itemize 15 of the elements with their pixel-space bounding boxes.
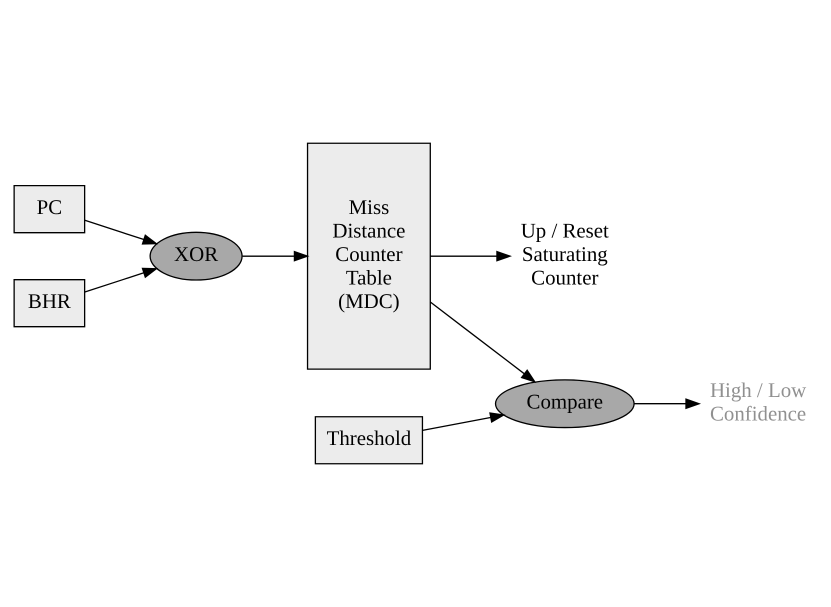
arrow — [430, 250, 512, 262]
node-text: High / Low Confidence — [710, 378, 806, 426]
arrow — [84, 268, 158, 293]
node-box: Miss Distance Counter Table (MDC) — [306, 142, 431, 370]
node-text: Up / Reset Saturating Counter — [520, 218, 609, 290]
node-box: Threshold — [314, 416, 424, 464]
node-ellipse: Compare — [494, 379, 635, 428]
arrow — [242, 250, 310, 262]
arrow — [634, 398, 702, 410]
arrow — [84, 220, 158, 245]
arrow — [430, 302, 536, 383]
node-box: PC — [13, 185, 86, 234]
node-box: BHR — [13, 279, 86, 328]
node-ellipse: XOR — [149, 232, 243, 281]
arrow — [422, 412, 506, 432]
